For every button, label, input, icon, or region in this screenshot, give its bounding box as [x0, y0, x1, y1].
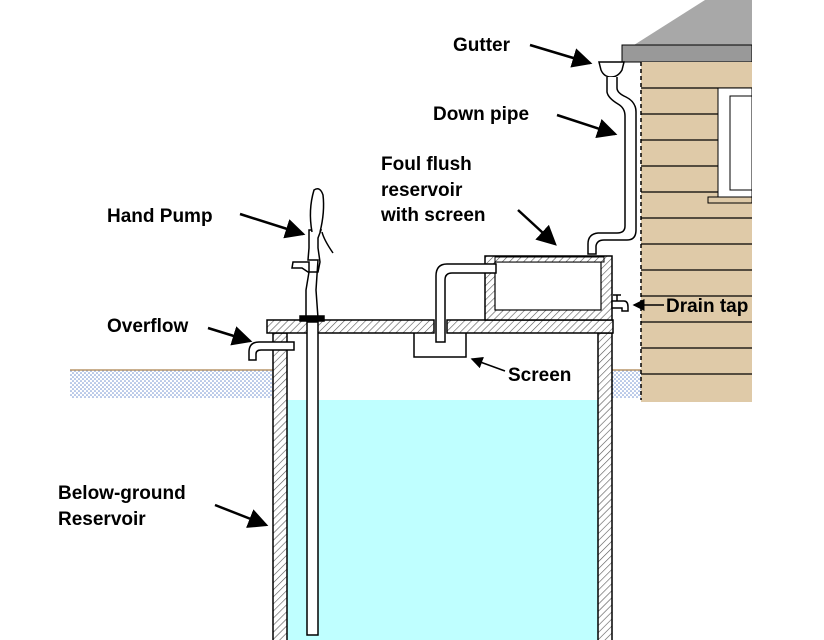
- label-below-ground-1: Below-ground: [58, 483, 186, 504]
- arrow-screen: [470, 356, 506, 372]
- label-foul-flush-2: reservoir: [381, 180, 463, 201]
- label-hand-pump: Hand Pump: [107, 206, 213, 227]
- hand-pump: [291, 188, 334, 636]
- stored-water: [287, 400, 598, 640]
- drain-tap: [611, 294, 629, 312]
- label-drain-tap: Drain tap: [666, 296, 748, 317]
- callout-arrows: [207, 43, 664, 528]
- label-gutter: Gutter: [453, 35, 511, 56]
- arrow-hand-pump: [239, 212, 306, 239]
- arrow-gutter: [529, 43, 593, 68]
- down-pipe: [587, 77, 637, 255]
- label-screen: Screen: [508, 365, 571, 386]
- label-below-ground-2: Reservoir: [58, 509, 146, 530]
- transfer-pipe: [435, 263, 497, 343]
- arrow-foul-flush: [517, 209, 557, 246]
- house: [621, 0, 753, 402]
- arrow-overflow: [207, 326, 253, 346]
- label-foul-flush-1: Foul flush: [381, 154, 472, 175]
- tank-cover-slab: [266, 319, 435, 334]
- arrow-down-pipe: [556, 113, 618, 139]
- roof: [634, 0, 752, 45]
- gutter: [598, 61, 625, 78]
- tank-wall-right: [597, 332, 613, 640]
- overflow-pipe: [248, 341, 295, 361]
- label-overflow: Overflow: [107, 316, 189, 337]
- screen: [413, 333, 467, 358]
- label-down-pipe: Down pipe: [433, 104, 529, 125]
- window-sill: [707, 196, 753, 204]
- eave: [621, 44, 753, 63]
- label-foul-flush-3: with screen: [380, 205, 486, 226]
- tank-wall-left: [272, 332, 288, 640]
- foul-flush-reservoir: [484, 255, 613, 321]
- arrow-reservoir: [214, 503, 269, 528]
